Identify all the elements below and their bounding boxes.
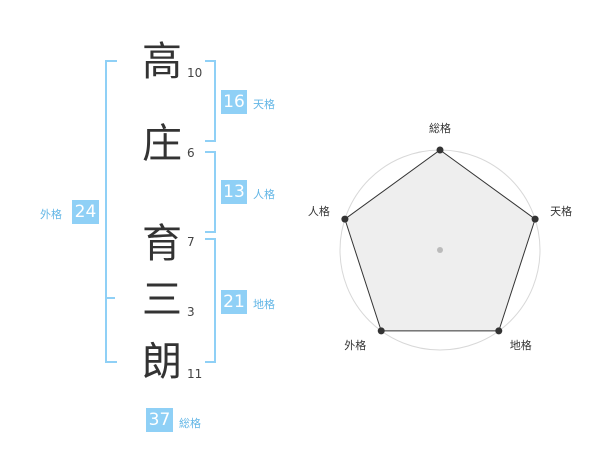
radar-point [531,215,539,223]
gaikaku-label: 外格 [40,208,62,221]
stroke-count-5: 11 [187,367,203,381]
name-char-5: 朗 [142,339,182,385]
radar-center-dot [437,247,443,253]
chikaku-label: 地格 [253,298,275,311]
radar-axis-label: 地格 [510,338,532,352]
radar-point [377,327,385,335]
radar-point [341,215,349,223]
chikaku-value: 21 [221,290,247,314]
name-char-4: 三 [142,277,182,323]
radar-data-polygon [344,149,536,332]
tenkaku-bracket [205,60,216,142]
stroke-count-1: 10 [187,66,203,80]
chikaku-bracket [205,238,216,363]
name-char-2: 庄 [142,121,182,167]
jinkaku-label: 人格 [253,188,275,201]
jinkaku-bracket [205,151,216,233]
soukaku-value: 37 [146,408,173,432]
tenkaku-value: 16 [221,90,247,114]
gaikaku-value: 24 [72,200,99,224]
name-char-1: 高 [142,39,182,85]
radar-axis-label: 外格 [344,338,366,352]
radar-axis-label: 総格 [429,121,451,135]
stroke-count-2: 6 [187,146,195,160]
name-char-3: 育 [142,221,182,267]
soukaku-label: 総格 [179,417,201,430]
jinkaku-value: 13 [221,180,247,204]
radar-axis-label: 人格 [308,204,330,218]
tenkaku-label: 天格 [253,98,275,111]
radar-axis-label: 天格 [550,204,572,218]
radar-point [495,327,503,335]
gaikaku-bracket [105,60,117,363]
stroke-count-3: 7 [187,235,195,249]
radar-point [436,146,444,154]
stroke-count-4: 3 [187,305,195,319]
gaikaku-bracket-divider [105,297,115,299]
